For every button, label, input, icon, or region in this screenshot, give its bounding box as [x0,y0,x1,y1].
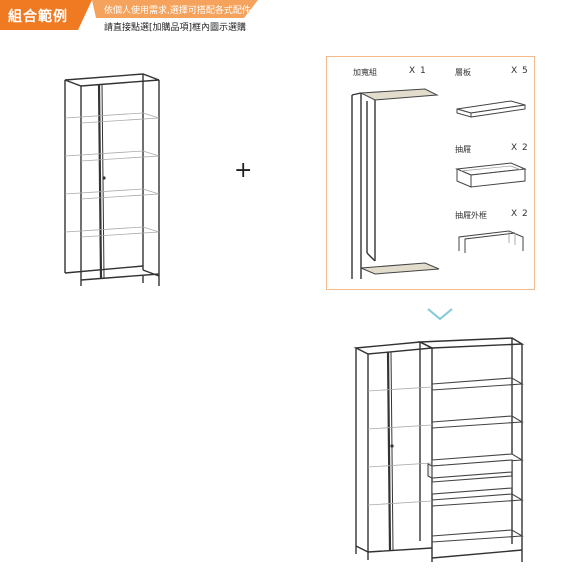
banner-shape [0,0,258,30]
instruction-text: 請直接點選[加購品項]框內圖示選購 [104,23,247,33]
banner-title: 組合範例 [8,9,68,25]
banner-subtitle: 依個人使用需求,選擇可搭配各式配件 [104,6,251,16]
part-qty-drawer-frame: X 2 [511,209,529,219]
part-label-drawer-frame: 抽屜外框 [455,211,487,220]
addon-parts-box[interactable]: 加寬組 X 1 層板 X 5 抽屜 X 2 抽屜外框 X 2 [326,56,535,290]
header-banner: 組合範例 依個人使用需求,選擇可搭配各式配件 [0,0,260,30]
part-label-extension: 加寬組 [353,68,377,77]
part-label-shelf: 層板 [455,68,471,77]
part-qty-shelf: X 5 [511,66,529,76]
shelf-image[interactable] [453,97,529,121]
part-qty-drawer: X 2 [511,143,529,153]
combined-cabinet-image [353,337,525,562]
base-cabinet-image [64,73,160,286]
drawer-frame-image[interactable] [453,223,529,259]
drawer-image[interactable] [453,157,529,193]
chevron-down-icon [427,308,453,321]
extension-kit-image[interactable] [347,83,443,281]
part-qty-extension: X 1 [409,66,427,76]
plus-sign: + [234,158,253,183]
part-label-drawer: 抽屜 [455,145,471,154]
